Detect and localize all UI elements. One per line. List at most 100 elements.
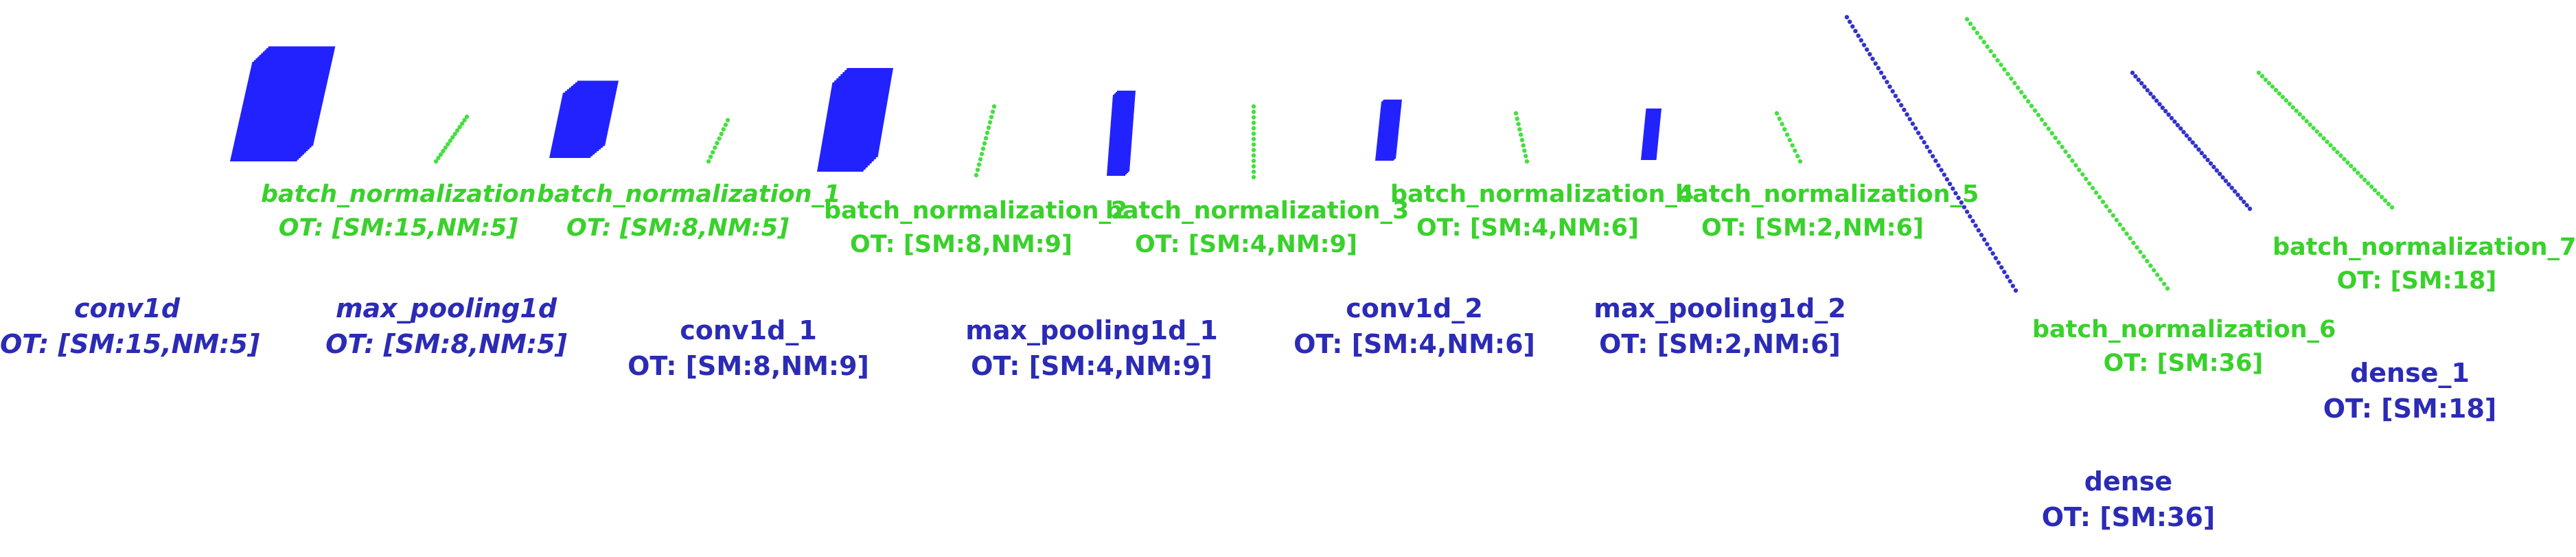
neuron-dot [2229, 185, 2234, 190]
layer-name: batch_normalization_6 [2032, 316, 2336, 343]
neuron-dot [1953, 191, 1958, 196]
neuron-dot [2273, 87, 2279, 93]
neuron-dot [1251, 126, 1256, 130]
neuron-dot [448, 138, 452, 144]
layer-label-max-pooling1d-1: max_pooling1d_1 OT: [SM:4,NM:9] [958, 317, 1226, 379]
neuron-dot [2039, 117, 2045, 122]
conv1d-2-block [1375, 100, 1402, 161]
neuron-dot [2218, 172, 2222, 177]
neuron-dot [1856, 33, 1861, 38]
neuron-dot [975, 168, 980, 172]
neuron-dot [2244, 203, 2249, 208]
neuron-dot [2256, 70, 2262, 76]
neuron-dot [2242, 199, 2246, 204]
neuron-dot [1784, 132, 1790, 137]
neuron-dot [2154, 98, 2159, 103]
neuron-dot [1782, 127, 1787, 132]
neuron-dot [2097, 194, 2102, 200]
neuron-dot [2036, 113, 2041, 117]
neuron-dot [2131, 240, 2136, 245]
layer-label-dense: dense OT: [SM:36] [2025, 468, 2231, 530]
neuron-dot [1913, 126, 1918, 131]
neuron-dot [1933, 158, 1938, 163]
neuron-dot [1517, 127, 1522, 132]
neuron-dot [2016, 85, 2021, 90]
neuron-dot [2382, 198, 2388, 203]
neuron-dot [1251, 159, 1256, 163]
neuron-dot [2196, 147, 2201, 152]
neuron-dot [1853, 29, 1858, 34]
neuron-dot [1524, 159, 1530, 164]
neuron-dot [2308, 122, 2312, 127]
neuron-dot [2073, 163, 2078, 168]
layer-label-batch-normalization-5: batch_normalization_5 OT: [SM:2,NM:6] [1675, 181, 1979, 240]
layer-name: conv1d [73, 293, 181, 323]
neuron-dot [2090, 185, 2095, 190]
feature-map-slice [246, 46, 336, 146]
neuron-dot [2165, 286, 2170, 291]
neuron-dot [985, 130, 990, 135]
neuron-dot [1251, 148, 1256, 152]
dense-1-dots [2130, 70, 2253, 212]
neuron-dot [2077, 168, 2082, 172]
layer-label-batch-normalization-2: batch_normalization_2 OT: [SM:8,NM:9] [824, 199, 1127, 257]
neuron-dot [2111, 213, 2115, 218]
neuron-dot [2046, 126, 2051, 131]
neuron-dot [1936, 163, 1941, 168]
neuron-dot [711, 150, 715, 155]
feature-map-slice [564, 80, 619, 146]
neuron-dot [1519, 137, 1525, 143]
neuron-dot [1780, 122, 1784, 126]
neuron-dot [1999, 265, 2004, 270]
neuron-dot [2141, 254, 2146, 259]
neuron-dot [2124, 231, 2129, 236]
neuron-dot [2133, 73, 2138, 79]
neuron-dot [1981, 237, 1987, 242]
neuron-dot [2235, 192, 2240, 197]
neuron-dot [1978, 35, 1983, 40]
neuron-dot [2190, 140, 2195, 145]
neuron-dot [2008, 279, 2012, 284]
layer-label-conv1d-2: conv1d_2 OT: [SM:4,NM:6] [1291, 295, 1538, 357]
neuron-dot [2145, 88, 2150, 93]
layer-output-shape: OT: [SM:4,NM:6] [1416, 214, 1640, 242]
neuron-dot [1876, 66, 1881, 71]
neuron-dot [433, 159, 439, 164]
neuron-dot [441, 148, 446, 154]
neuron-dot [2012, 80, 2017, 86]
layer-output-shape: OT: [SM:4,NM:9] [971, 351, 1212, 381]
neuron-dot [723, 122, 728, 127]
neuron-dot [1988, 247, 1992, 251]
neuron-dot [1882, 75, 1887, 80]
layer-output-shape: OT: [SM:8,NM:5] [325, 329, 567, 359]
neuron-dot [450, 135, 455, 140]
layer-name: batch_normalization_5 [1675, 181, 1979, 208]
neuron-dot [1887, 84, 1892, 89]
neuron-dot [1251, 153, 1256, 158]
neuron-dot [989, 115, 994, 120]
neuron-dot [719, 131, 724, 137]
neuron-dot [2070, 158, 2075, 163]
neuron-dot [1944, 177, 1950, 182]
layer-name: max_pooling1d_2 [1594, 293, 1846, 323]
neuron-dot [1848, 19, 1852, 24]
neuron-dot [2366, 181, 2371, 185]
neuron-dot [1861, 43, 1867, 47]
neuron-dot [974, 172, 979, 178]
neuron-dot [987, 120, 993, 125]
neuron-dot [2356, 170, 2360, 175]
neuron-dot [2152, 268, 2157, 273]
layer-label-batch-normalization: batch_normalization OT: [SM:15,NM:5] [261, 183, 536, 240]
neuron-dot [1996, 260, 2001, 265]
neuron-dot [1865, 47, 1870, 52]
neuron-dot [2151, 95, 2156, 100]
neuron-dot [2010, 284, 2015, 288]
neuron-dot [2280, 95, 2285, 100]
layer-name: conv1d_1 [680, 315, 817, 345]
max-pooling1d-1-block [1107, 91, 1136, 176]
neuron-dot [1774, 111, 1780, 116]
neuron-dot [2342, 157, 2347, 161]
layer-label-batch-normalization-1: batch_normalization_1 OT: [SM:8,NM:5] [537, 183, 840, 240]
layer-label-max-pooling1d-2: max_pooling1d_2 OT: [SM:2,NM:6] [1586, 295, 1854, 357]
feature-map-slice [1377, 100, 1402, 159]
